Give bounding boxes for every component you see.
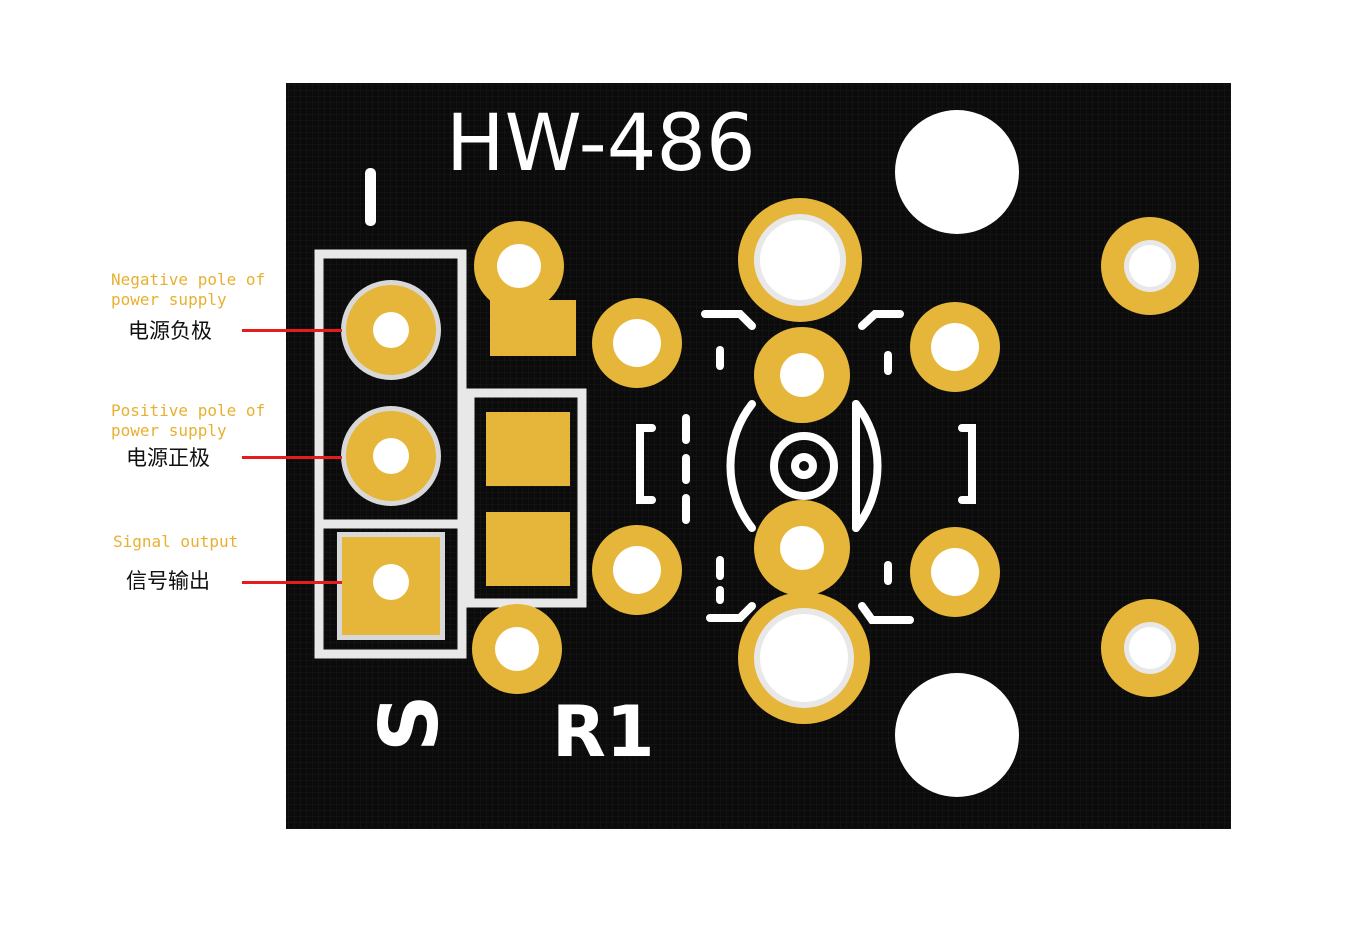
pad-center-upper [754, 327, 850, 423]
resistor-pad-bottom [486, 512, 570, 586]
pad-center-bottom-large [738, 592, 870, 724]
switch-silkscreen [636, 310, 976, 624]
pad-bottom-left [472, 604, 562, 694]
pad-switch-right-bottom [910, 527, 1000, 617]
pin-signal-marker: S [363, 694, 456, 752]
negative-pin-label-en-line1: Negative pole of [111, 270, 266, 289]
pad-signal [337, 532, 445, 640]
pad-center-top-large [738, 198, 862, 322]
pad-switch-right-top [910, 302, 1000, 392]
header-outline [314, 249, 467, 659]
positive-pin-pointer [242, 456, 342, 459]
signal-pin-pointer [242, 581, 342, 584]
pin-minus-marker [365, 168, 376, 226]
negative-pin-pointer [242, 329, 342, 332]
board-model-label: HW-486 [446, 99, 756, 189]
pad-positive [341, 406, 441, 506]
pad-right-bottom [1101, 599, 1199, 697]
positive-pin-label-zh: 电源正极 [126, 446, 210, 470]
pad-switch-left-bottom [592, 525, 682, 615]
pad-top-left [474, 221, 576, 356]
signal-pin-label-zh: 信号输出 [126, 569, 210, 593]
mounting-hole-bottom [895, 673, 1019, 797]
positive-pin-label-en-line2: power supply [111, 421, 227, 440]
pad-switch-left-top [592, 298, 682, 388]
pad-negative [341, 280, 441, 380]
negative-pin-label-en-line2: power supply [111, 290, 227, 309]
resistor-label: R1 [552, 691, 655, 773]
resistor-outline [465, 388, 587, 608]
negative-pin-label-zh: 电源负极 [128, 319, 212, 343]
mounting-hole-top [895, 110, 1019, 234]
pad-right-top [1101, 217, 1199, 315]
positive-pin-label-en-line1: Positive pole of [111, 401, 266, 420]
pad-center-lower [754, 500, 850, 596]
signal-pin-label-en: Signal output [113, 532, 239, 551]
resistor-pad-top [486, 412, 570, 486]
